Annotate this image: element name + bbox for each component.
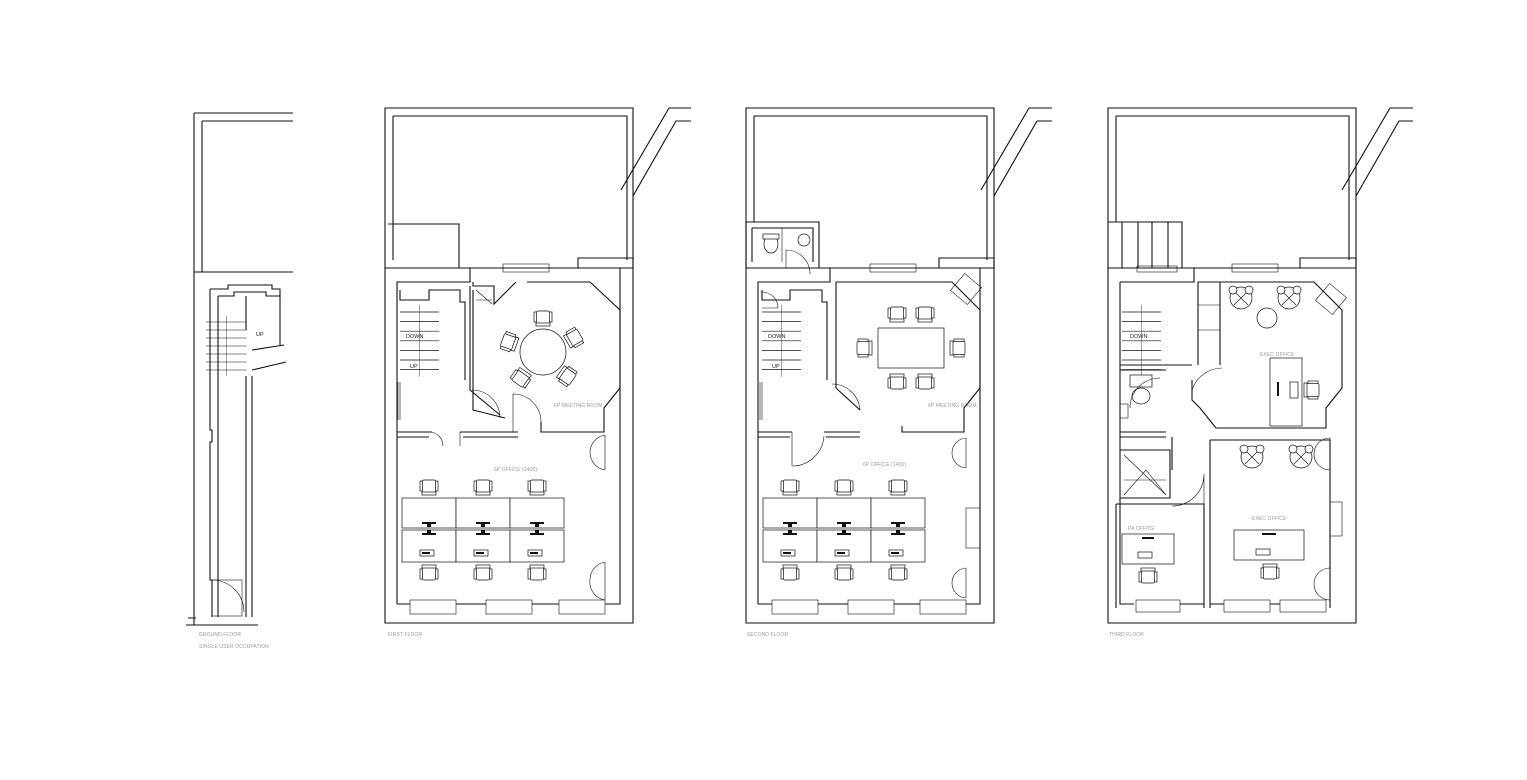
second-stair-up-label: UP <box>772 364 780 370</box>
second-stair-down-label: DOWN <box>768 334 785 340</box>
third-floor-label: THIRD FLOOR <box>1109 632 1144 638</box>
third-pa-office-label: PA OFFICE <box>1128 526 1155 532</box>
first-floor-plan: DOWN UP 6P MEETING ROOM 6P OFFICE (1400)… <box>384 107 691 638</box>
first-stair-down-label: DOWN <box>406 334 423 340</box>
second-office-label: 6P OFFICE (1400) <box>863 462 906 468</box>
first-office-label: 6P OFFICE (1400) <box>494 467 537 473</box>
ground-floor-label: GROUND FLOOR <box>199 632 241 638</box>
third-floor-plan: DOWN EXEC OFFICE EXEC OFFICE PA OFFICE <box>1107 107 1413 638</box>
second-floor-label: SECOND FLOOR <box>747 632 788 638</box>
ground-floor-sublabel: SINGLE USER OCCUPATION <box>199 644 269 650</box>
third-exec-office-label-2: EXEC OFFICE <box>1252 516 1287 522</box>
ground-floor-plan: UP GROUND FLOOR SINGLE USER OCCUPATION <box>186 112 293 650</box>
third-exec-office-label-1: EXEC OFFICE <box>1260 352 1295 358</box>
ground-stair-up-label: UP <box>256 332 264 338</box>
second-floor-plan: DOWN UP 6P MEETING ROOM 6P OFFICE (1400)… <box>745 107 1052 638</box>
first-floor-label: FIRST FLOOR <box>388 632 422 638</box>
third-stair-down-label: DOWN <box>1130 334 1147 340</box>
second-meeting-room-label: 6P MEETING ROOM <box>928 403 977 409</box>
first-meeting-room-label: 6P MEETING ROOM <box>554 403 603 409</box>
first-stair-up-label: UP <box>410 364 418 370</box>
